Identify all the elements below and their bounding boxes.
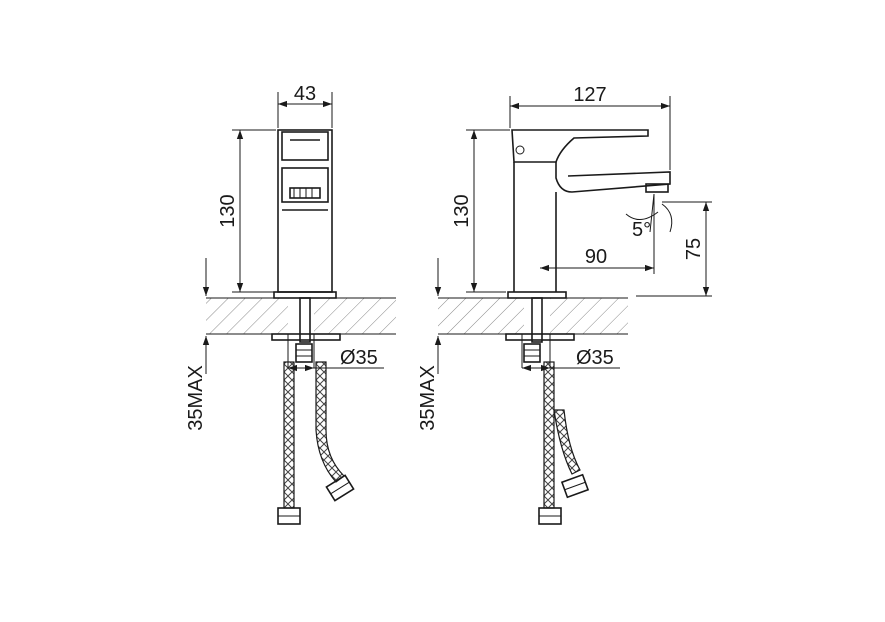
front-view: 43 130 35MAX Ø35 xyxy=(185,83,396,525)
side-view: 127 130 90 75 5° xyxy=(417,84,712,525)
side-spout-height-dimension: 75 xyxy=(636,201,712,297)
side-height-dimension: 130 xyxy=(451,129,510,293)
side-length-dimension: 127 xyxy=(509,84,671,170)
side-faucet-body xyxy=(507,129,671,299)
side-mounting-assembly xyxy=(505,297,575,363)
side-reach-label: 90 xyxy=(585,246,607,268)
front-height-label: 130 xyxy=(217,194,239,227)
side-height-label: 130 xyxy=(451,194,473,227)
front-thickness-label: 35MAX xyxy=(185,365,207,431)
front-hole-dimension: Ø35 xyxy=(287,334,384,372)
front-width-dimension: 43 xyxy=(277,83,333,128)
side-length-label: 127 xyxy=(573,84,606,106)
side-angle-label: 5° xyxy=(632,219,651,241)
side-hole-dimension: Ø35 xyxy=(521,334,620,372)
side-hoses xyxy=(538,361,590,525)
side-angle-dimension: 5° xyxy=(625,193,673,241)
side-spout-height-label: 75 xyxy=(683,238,705,260)
front-hoses xyxy=(277,361,355,525)
side-thickness-dimension: 35MAX xyxy=(417,258,442,431)
front-height-dimension: 130 xyxy=(217,129,276,293)
front-width-label: 43 xyxy=(294,83,316,105)
front-hole-label: Ø35 xyxy=(340,347,378,369)
front-mounting-assembly xyxy=(271,297,341,363)
side-thickness-label: 35MAX xyxy=(417,365,439,431)
front-thickness-dimension: 35MAX xyxy=(185,258,210,431)
side-hole-label: Ø35 xyxy=(576,347,614,369)
front-faucet-body xyxy=(273,129,337,299)
